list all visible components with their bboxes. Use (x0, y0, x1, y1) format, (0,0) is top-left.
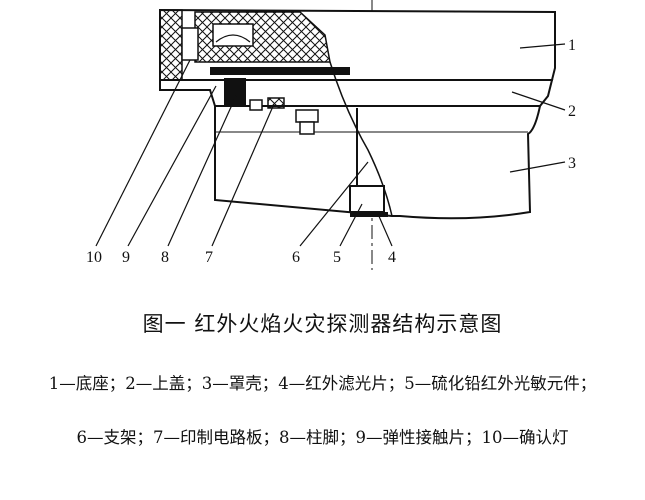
label-1: 1 (568, 37, 576, 54)
top-component-detail (215, 34, 251, 43)
label-7: 7 (205, 249, 213, 266)
label-2: 2 (568, 103, 576, 120)
cover-dark-strip (210, 67, 350, 75)
figure-caption-title: 图一 红外火焰火灾探测器结构示意图 (142, 312, 503, 336)
label-3: 3 (568, 155, 576, 172)
label-5: 5 (333, 249, 341, 266)
part-4-ir-filter (350, 212, 388, 217)
part-7-pcb-component-a (249, 99, 263, 111)
part-5-pbs-sensor (349, 185, 385, 213)
legend-line-1: 1—底座；2—上盖；3—罩壳；4—红外滤光片；5—硫化铅红外光敏元件； (48, 374, 597, 393)
part-7-pcb-component-b (267, 97, 285, 109)
label-6: 6 (292, 249, 300, 266)
label-9: 9 (122, 249, 130, 266)
label-8: 8 (161, 249, 169, 266)
housing-cutaway-edge (329, 61, 393, 217)
part-3-housing (214, 105, 542, 220)
part-8-post (224, 78, 246, 106)
part-10-confirm-lamp-housing (159, 9, 183, 91)
label-10: 10 (86, 249, 102, 266)
detector-structure-diagram: 1 2 3 4 5 6 7 8 9 10 (86, 0, 576, 270)
confirm-lamp (181, 27, 199, 61)
label-4: 4 (388, 249, 396, 266)
fastener-head (295, 109, 319, 123)
leader-lines (95, 43, 566, 247)
part-2-upper-cover (159, 79, 554, 107)
legend-line-2: 6—支架；7—印制电路板；8—柱脚；9—弹性接触片；10—确认灯 (76, 428, 569, 447)
fastener-body (299, 121, 315, 135)
